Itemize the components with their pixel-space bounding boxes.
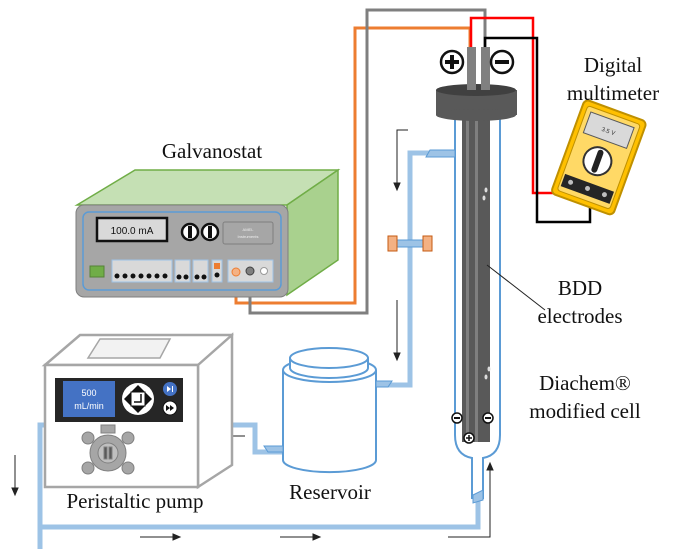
bdd-electrodes (462, 115, 491, 442)
brand-sub: Instruments (238, 234, 259, 239)
label-pump: Peristaltic pump (66, 489, 203, 513)
diachem-cell (425, 47, 546, 504)
minus-icon (482, 412, 494, 424)
label-cell: Diachem® (539, 371, 631, 395)
pump-head (81, 424, 135, 475)
flow-arrows (11, 129, 494, 541)
tube-pump-to-cell (40, 498, 481, 530)
enter-button[interactable] (122, 383, 154, 415)
plus-icon (439, 49, 465, 75)
minus-icon (451, 412, 463, 424)
power-button[interactable] (89, 265, 105, 278)
positive-terminal (231, 267, 241, 277)
valve (387, 235, 433, 252)
minus-icon (489, 49, 515, 75)
voltage-value: 3.5 V (600, 127, 615, 137)
current-value: 100.0 mA (111, 226, 154, 237)
tube-cell-to-reservoir (378, 150, 430, 388)
negative-terminal (245, 266, 255, 276)
label-cell-2: modified cell (529, 399, 641, 423)
black-wire (483, 36, 592, 224)
brand-name: AMEL (243, 227, 255, 232)
flow-display (63, 381, 115, 417)
current-display (95, 216, 169, 243)
label-bdd-2: electrodes (537, 304, 622, 328)
knob-icon[interactable] (180, 222, 200, 242)
gray-wire (248, 8, 487, 315)
label-bdd: BDD (558, 276, 602, 300)
label-multimeter-2: multimeter (567, 81, 659, 105)
label-galvanostat: Galvanostat (162, 139, 262, 163)
peristaltic-pump: 500 mL/min (41, 332, 234, 490)
flow-value: 500 (81, 388, 96, 398)
play-pause-button[interactable] (163, 382, 177, 396)
label-multimeter: Digital (584, 53, 642, 77)
digital-multimeter: 3.5 V (551, 99, 647, 216)
label-reservoir: Reservoir (289, 480, 371, 504)
tube-reservoir-to-pump (37, 422, 283, 549)
tubing (37, 150, 481, 549)
galvanostat: 100.0 mA AMEL Instruments (74, 168, 341, 298)
flow-unit: mL/min (74, 401, 104, 411)
plus-icon (463, 432, 475, 444)
fast-forward-button[interactable] (162, 400, 178, 416)
knob-icon[interactable] (200, 222, 220, 242)
reservoir (263, 347, 393, 474)
